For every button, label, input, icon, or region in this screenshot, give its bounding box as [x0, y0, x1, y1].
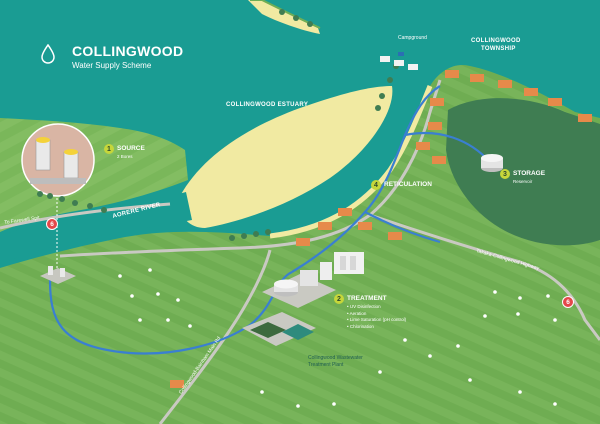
map-subtitle: Water Supply Scheme: [72, 61, 152, 70]
treatment-process-list: UV Disinfection Aeration Lime Saturation…: [347, 304, 407, 331]
water-pipeline: [48, 85, 491, 355]
tree-rows: [37, 9, 399, 241]
township-houses: [170, 70, 592, 388]
step-storage-number: 3: [500, 169, 510, 179]
forest-hill: [446, 98, 600, 246]
step-source-sub: 2 Bores: [117, 154, 133, 159]
campground-cabins: [380, 52, 418, 70]
step-reticulation-title: RETICULATION: [384, 181, 432, 188]
step-treatment-number: 2: [334, 294, 344, 304]
step-reticulation: 4 RETICULATION: [371, 180, 432, 190]
step-treatment-title: TREATMENT: [347, 295, 387, 302]
step-source-title: SOURCE: [117, 145, 145, 152]
step-source-number: 1: [104, 144, 114, 154]
map-title: COLLINGWOOD: [72, 43, 184, 59]
estuary-label: COLLINGWOOD ESTUARY: [226, 102, 309, 108]
wwtp-label-line2: Treatment Plant: [308, 362, 344, 368]
route-6-badge-right: 6: [562, 296, 574, 308]
roads: [0, 79, 600, 424]
township-label-line2: TOWNSHIP: [481, 46, 516, 52]
estuary-sandbar: [179, 86, 393, 228]
route-6-badge-left: 6: [46, 218, 58, 230]
step-storage: 3 STORAGE Reservoir: [500, 169, 545, 185]
aorere-river: [0, 192, 192, 264]
treatment-plant: [262, 252, 364, 308]
water-drop-icon: [41, 44, 55, 64]
step-storage-title: STORAGE: [513, 170, 546, 177]
bores-on-site: [40, 266, 76, 284]
wwtp-label-line1: Collingwood Wastewater: [308, 355, 363, 361]
treatment-item: UV Disinfection: [347, 304, 406, 311]
step-storage-sub: Reservoir: [513, 179, 533, 184]
reservoir: [481, 154, 503, 172]
wastewater-plant: [242, 312, 316, 346]
north-sandspit: [248, 0, 320, 34]
step-source: 1 SOURCE 2 Bores: [104, 144, 145, 160]
sheep-flock: [118, 268, 557, 408]
treatment-item: Chlorination: [347, 324, 406, 331]
step-reticulation-number: 4: [371, 180, 381, 190]
campground-label: Campground: [398, 35, 427, 41]
treatment-item: Lime Saturation (pH control): [347, 317, 406, 324]
step-treatment: 2 TREATMENT UV Disinfection Aeration Lim…: [334, 294, 406, 330]
treatment-item: Aeration: [347, 311, 406, 318]
bore-pumps: [30, 137, 86, 184]
township-label-line1: COLLINGWOOD: [471, 38, 521, 44]
